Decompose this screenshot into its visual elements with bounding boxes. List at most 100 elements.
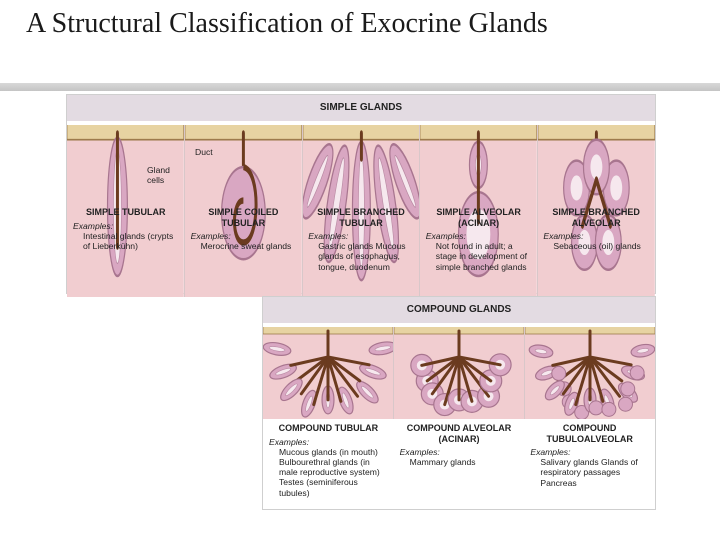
branch-duct — [430, 355, 461, 396]
tubule-shape — [630, 343, 655, 358]
gland-caption: COMPOUND TUBULOALVEOLAR Examples:Salivary… — [524, 423, 655, 507]
alveolus-shape — [574, 405, 590, 419]
alveolus-lumen — [590, 154, 603, 180]
branch-shape — [372, 144, 399, 264]
gland-type-name: SIMPLE COILED TUBULAR — [208, 207, 279, 228]
alveolus-lumen — [602, 229, 615, 256]
branch-duct — [588, 355, 624, 383]
panel-header: SIMPLE GLANDS — [67, 95, 655, 121]
examples-text: Mammary glands — [409, 457, 476, 468]
tubule-shape — [280, 378, 303, 402]
coiled-duct — [232, 163, 258, 246]
examples-label: Examples: — [425, 231, 466, 241]
gland-cells-label: Gland cells — [147, 165, 170, 185]
branch-duct — [551, 355, 592, 367]
branch-duct — [457, 355, 502, 367]
examples-label: Examples: — [73, 220, 114, 231]
alveolus-shape — [629, 365, 645, 381]
alveolus-shape — [601, 401, 617, 417]
alveolus-lumen — [570, 175, 583, 201]
alveolus-shape — [620, 381, 636, 397]
gland-caption: SIMPLE COILED TUBULAR Examples:Merocrine … — [185, 207, 303, 291]
alveolus-shape — [551, 365, 567, 381]
title-divider — [0, 83, 720, 91]
gland-type-name: COMPOUND TUBULOALVEOLAR — [546, 423, 633, 444]
branch-duct — [425, 355, 461, 383]
branch-shape — [323, 144, 350, 264]
examples-text: Mucous glands (in mouth) Bulbourethral g… — [279, 446, 380, 498]
tubule-shape — [528, 344, 554, 359]
branch-duct — [326, 355, 371, 367]
branch-duct — [326, 355, 343, 403]
tubule-shape — [368, 341, 393, 356]
gland-caption: SIMPLE BRANCHED ALVEOLAR Examples:Sebaceo… — [537, 207, 655, 291]
examples-label: Examples: — [308, 231, 349, 241]
branch-duct — [588, 355, 633, 367]
branch-duct — [443, 355, 461, 407]
compound-gland-diagram — [525, 327, 655, 419]
tubule-shape — [263, 341, 292, 356]
branch-duct — [457, 355, 474, 403]
simple-diagrams — [67, 125, 655, 297]
alveolus-lumen — [610, 175, 623, 201]
slide-title: A Structural Classification of Exocrine … — [26, 8, 548, 39]
compound-gland-diagram — [263, 327, 394, 419]
duct-label: Duct — [195, 147, 213, 157]
gland-type-name: SIMPLE BRANCHED TUBULAR — [317, 207, 405, 228]
alveolus-shape — [618, 396, 633, 412]
gland-caption: SIMPLE TUBULAR Examples:Intestinal glands… — [67, 207, 185, 291]
branch-duct — [299, 355, 330, 396]
branch-duct — [326, 355, 362, 383]
alveolus-shape — [588, 400, 604, 416]
tubule-shape — [544, 380, 565, 401]
gland-type-name: SIMPLE BRANCHED ALVEOLAR — [552, 207, 640, 228]
branch-duct — [588, 355, 622, 398]
tubule-shape — [337, 386, 354, 415]
simple-gland-diagram — [538, 125, 655, 297]
simple-gland-diagram — [302, 125, 421, 297]
examples-label: Examples: — [530, 447, 571, 457]
compound-diagrams — [263, 327, 655, 419]
examples-label: Examples: — [399, 447, 440, 457]
examples-text: Merocrine sweat glands — [200, 241, 292, 252]
examples-label: Examples: — [543, 231, 584, 241]
branch-duct — [420, 355, 461, 367]
branch-duct — [561, 355, 592, 396]
alveolus-lumen — [578, 229, 591, 256]
compound-gland-diagram — [394, 327, 525, 419]
examples-text: Sebaceous (oil) glands — [553, 241, 641, 252]
surface-epithelium — [67, 125, 184, 141]
branch-duct — [588, 355, 605, 403]
gland-type-name: SIMPLE TUBULAR — [86, 207, 166, 217]
examples-text: Gastric glands Mucous glands of esophagu… — [318, 241, 406, 272]
examples-text: Salivary glands Glands of respiratory pa… — [540, 457, 638, 488]
examples-text: Not found in adult; a stage in developme… — [435, 241, 528, 272]
branch-shape — [302, 143, 334, 220]
branch-duct — [312, 355, 330, 407]
branch-duct — [326, 355, 360, 398]
panel-header: COMPOUND GLANDS — [263, 297, 655, 323]
gland-caption: COMPOUND ALVEOLAR (ACINAR) Examples:Mamma… — [394, 423, 525, 507]
examples-label: Examples: — [269, 436, 310, 447]
tubule-shape — [356, 380, 379, 404]
branch-duct — [457, 355, 493, 383]
tubule-shape — [269, 363, 297, 380]
alveolus-lumen — [466, 208, 491, 260]
branch-duct — [574, 355, 592, 407]
duct-line — [595, 176, 612, 229]
examples-text: Intestinal glands (crypts of Lieberkühn) — [83, 230, 174, 251]
examples-label: Examples: — [190, 231, 231, 241]
gland-caption: SIMPLE ALVEOLAR (ACINAR) Examples:Not fou… — [420, 207, 538, 291]
gland-type-name: SIMPLE ALVEOLAR (ACINAR) — [436, 207, 521, 228]
gland-type-name: COMPOUND ALVEOLAR (ACINAR) — [406, 423, 512, 444]
branch-shape — [388, 143, 420, 220]
simple-gland-diagram — [67, 125, 185, 297]
gland-caption: SIMPLE BRANCHED TUBULAR Examples:Gastric … — [302, 207, 420, 291]
tubule-shape — [359, 363, 387, 380]
branch-duct — [289, 355, 330, 367]
